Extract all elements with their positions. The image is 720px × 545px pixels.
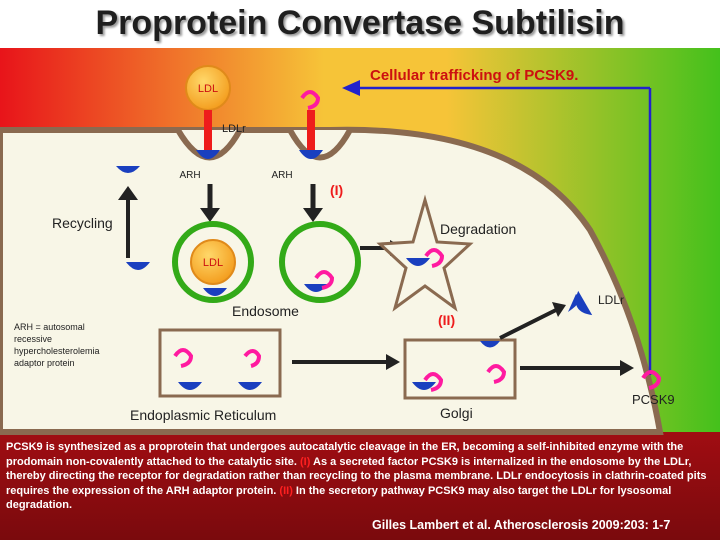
pcsk9-golgi-b	[423, 372, 444, 392]
pcsk9-secreted	[641, 370, 662, 390]
arh-legend: ARH = autosomal recessive hypercholester…	[14, 322, 102, 368]
pcsk9-golgi	[486, 364, 507, 384]
ldlr-in-endosome	[203, 288, 227, 296]
legend-line-1: ARH = autosomal	[14, 322, 85, 332]
endosome-right	[279, 221, 361, 303]
recycling-label: Recycling	[52, 215, 113, 231]
pcsk9-er-b	[243, 349, 262, 368]
arh-right-label: ARH	[271, 170, 292, 181]
endosome-label: Endosome	[232, 303, 299, 319]
endoplasmic-reticulum	[158, 328, 282, 398]
pcsk9-lysosome	[424, 248, 445, 268]
pcsk9-endosome	[314, 270, 335, 290]
caption-part-1: PCSK9 is synthesized as a proprotein tha…	[6, 441, 684, 468]
legend-line-3: hypercholesterolemia	[14, 346, 100, 356]
ldlr-stem-left	[204, 110, 212, 150]
secretion-arrowhead-out	[620, 360, 634, 376]
secretion-arrowhead	[342, 80, 360, 96]
degradation-label: Degradation	[440, 221, 516, 237]
arrowhead-endocytosis-left	[200, 208, 220, 222]
ldl-endosome-label: LDL	[203, 257, 223, 269]
ldlr-lysosome	[406, 258, 430, 266]
er-label: Endoplasmic Reticulum	[130, 407, 276, 423]
ldl-label: LDL	[198, 83, 218, 95]
title-band	[0, 0, 720, 48]
ldlr-label: LDLr	[222, 123, 246, 135]
citation: Gilles Lambert et al. Atherosclerosis 20…	[372, 518, 671, 532]
caption-part-2: As a secreted factor PCSK9 is internaliz…	[6, 455, 707, 497]
caption-marker-1: (I)	[300, 455, 311, 468]
caption-part-3: In the secretory pathway PCSK9 may also …	[6, 484, 672, 512]
marker-1: (I)	[330, 182, 343, 198]
ldlr-cup-right	[299, 150, 323, 159]
ldlr-er-b	[238, 382, 262, 390]
pcsk9-er-a	[173, 348, 194, 368]
ldlr-stem-right	[307, 110, 315, 150]
figure-caption: PCSK9 is synthesized as a proprotein tha…	[6, 440, 714, 513]
golgi-label: Golgi	[440, 405, 473, 421]
marker-2: (II)	[438, 312, 455, 328]
golgi-ldlr-arrow	[499, 308, 557, 340]
ldlr-er-a	[178, 382, 202, 390]
pcsk9-label: PCSK9	[632, 392, 675, 407]
arh-left-label: ARH	[179, 170, 200, 181]
golgi-ldlr-arrowhead	[552, 302, 566, 317]
ldlr-golgi-top	[480, 341, 500, 348]
ldlr-golgi-a	[412, 382, 436, 390]
page-title: Proprotein Convertase Subtilisin	[95, 4, 625, 42]
caption-marker-2: (II)	[279, 484, 293, 497]
ldlr-cup-left	[196, 150, 220, 159]
er-golgi-arrowhead	[386, 354, 400, 370]
legend-line-2: recessive	[14, 334, 52, 344]
arrowhead-endocytosis-right	[303, 208, 323, 222]
caption-band	[0, 432, 720, 540]
legend-line-4: adaptor protein	[14, 358, 75, 368]
recycling-arrowhead	[118, 186, 138, 200]
ldlr-detached-a	[126, 262, 150, 270]
ldlr-recycled	[116, 166, 140, 173]
ldlr-right-label: LDLr	[598, 293, 624, 307]
ldlr-membrane-right-cup	[575, 290, 593, 316]
diagram-heading: Cellular trafficking of PCSK9.	[370, 67, 578, 84]
ldl-in-endosome	[190, 239, 236, 285]
pcsk9-top	[300, 90, 321, 110]
